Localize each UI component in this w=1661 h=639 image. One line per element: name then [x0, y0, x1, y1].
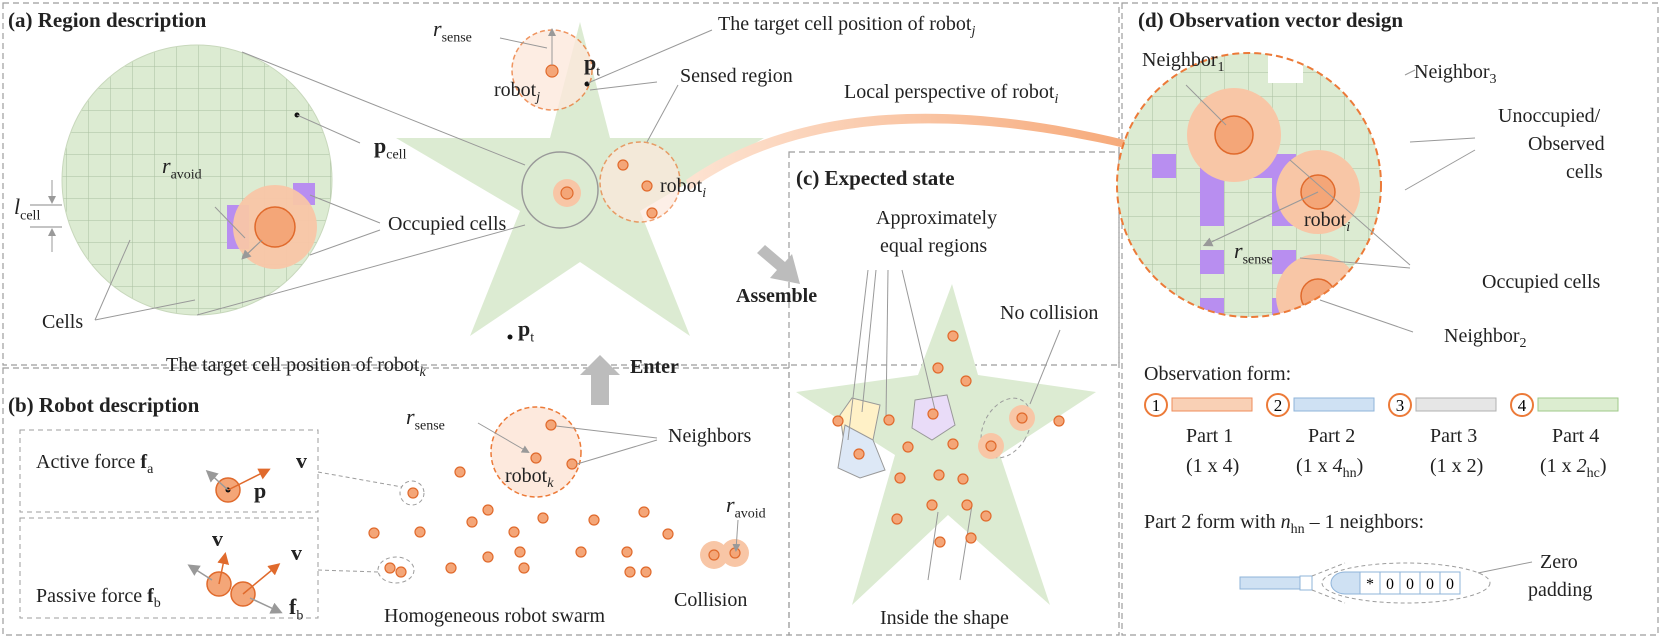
unoccupied-label-1: Unoccupied/ [1498, 105, 1601, 127]
panel-d-title: (d) Observation vector design [1138, 8, 1404, 32]
padding-cell-value: 0 [1446, 576, 1454, 593]
assemble-arrow [757, 245, 800, 284]
cells-label: Cells [42, 311, 84, 333]
padding-cell [1439, 571, 1461, 595]
r-sense-label-a: rsense [433, 16, 472, 46]
part-3-dim: (1 x 2) [1430, 455, 1484, 477]
r-sense-label-d: rsense [1234, 238, 1273, 268]
assemble-label: Assemble [736, 285, 818, 307]
parts-row: 1 2 3 4 [1144, 393, 1619, 417]
panel-a-zoom-circle [30, 44, 381, 321]
part-1-number: 1 [1152, 396, 1161, 415]
part-3-bar [1415, 397, 1497, 412]
part2-form-label: Part 2 form with nhn – 1 neighbors: [1144, 511, 1425, 537]
part-1-name: Part 1 [1186, 425, 1234, 447]
part-2-name: Part 2 [1308, 425, 1356, 447]
swarm-robots [368, 466, 674, 578]
padding-cell-value: * [1366, 576, 1374, 593]
padding-cell-value: 0 [1406, 576, 1414, 593]
panel-a-title: (a) Region description [8, 8, 207, 32]
p-cell-label: pcell [374, 133, 407, 163]
panel-c-content [796, 269, 1096, 605]
padding-cell-value: 0 [1386, 576, 1394, 593]
robot-i-label-a: roboti [660, 175, 707, 201]
neighbors-label: Neighbors [668, 425, 752, 447]
part-3-number: 3 [1396, 396, 1405, 415]
panel-c-title: (c) Expected state [796, 166, 955, 190]
robot-j-label: robotj [494, 79, 541, 105]
p-label-active: p [254, 478, 267, 503]
neighbor1-label: Neighbor1 [1142, 49, 1225, 75]
part-2-dim: (1 x 4hn) [1296, 455, 1364, 481]
p-t-label-top: pt [584, 50, 601, 80]
enter-label: Enter [630, 356, 679, 378]
inside-shape-label: Inside the shape [880, 607, 1009, 629]
panel-a-star-shape [196, 22, 764, 340]
padding-cell-value: 0 [1426, 576, 1434, 593]
approx-label-1: Approximately [876, 207, 998, 229]
unoccupied-label-2: Observed [1528, 133, 1605, 155]
zero-padding-label-2: padding [1528, 579, 1593, 601]
active-force-label: Active force fa [36, 451, 154, 477]
v-label-passive-1: v [212, 526, 223, 551]
v-label-active: v [296, 448, 307, 473]
local-perspective-arrow [686, 113, 1150, 190]
occupied-cells-label-a: Occupied cells [388, 213, 507, 235]
no-collision-label: No collision [1000, 302, 1099, 324]
robot-k-label: robotk [505, 465, 554, 491]
passive-force-label: Passive force fb [36, 585, 161, 611]
part-3-number-circle [1388, 393, 1412, 417]
part-4-number-circle [1510, 393, 1534, 417]
swarm-label: Homogeneous robot swarm [384, 605, 606, 627]
fb-label: fb [289, 594, 304, 624]
p-t-label-bottom: pt [518, 316, 535, 346]
robot-i-label-d: roboti [1304, 209, 1351, 235]
unoccupied-label-3: cells [1566, 161, 1603, 183]
observation-form-label: Observation form: [1144, 363, 1292, 385]
collision-label: Collision [674, 589, 748, 611]
sensed-region-label: Sensed region [680, 65, 793, 87]
r-avoid-label-b: ravoid [726, 492, 766, 522]
assembled-robots [832, 330, 1065, 548]
panel-b-title: (b) Robot description [8, 393, 200, 417]
local-perspective-label: Local perspective of roboti [844, 81, 1059, 107]
r-sense-label-b: rsense [406, 404, 445, 434]
enter-arrow [580, 355, 620, 405]
part-4-dim: (1 x 2hc) [1540, 455, 1607, 481]
neighbor3-label: Neighbor3 [1414, 61, 1497, 87]
occupied-cells-label-d: Occupied cells [1482, 271, 1601, 293]
v-label-passive-2: v [291, 540, 302, 565]
panel-b-content [19, 406, 749, 619]
part-2-number-circle [1266, 393, 1290, 417]
part-1-bar [1171, 397, 1253, 412]
part-4-bar [1537, 397, 1619, 412]
zero-padding-label-1: Zero [1540, 551, 1578, 573]
neighbor2-label: Neighbor2 [1444, 325, 1527, 351]
approx-label-2: equal regions [880, 235, 988, 257]
target-k-label: The target cell position of robotk [166, 354, 426, 380]
part-2-number: 2 [1274, 396, 1283, 415]
target-j-label: The target cell position of robotj [718, 13, 976, 39]
part-2-bar [1293, 397, 1375, 412]
l-cell-label: lcell [14, 194, 41, 224]
part-1-number-circle [1144, 393, 1168, 417]
part-4-name: Part 4 [1552, 425, 1600, 447]
r-avoid-label-a: ravoid [162, 153, 202, 183]
part-1-dim: (1 x 4) [1186, 455, 1240, 477]
part-4-number: 4 [1518, 396, 1527, 415]
part-3-name: Part 3 [1430, 425, 1478, 447]
